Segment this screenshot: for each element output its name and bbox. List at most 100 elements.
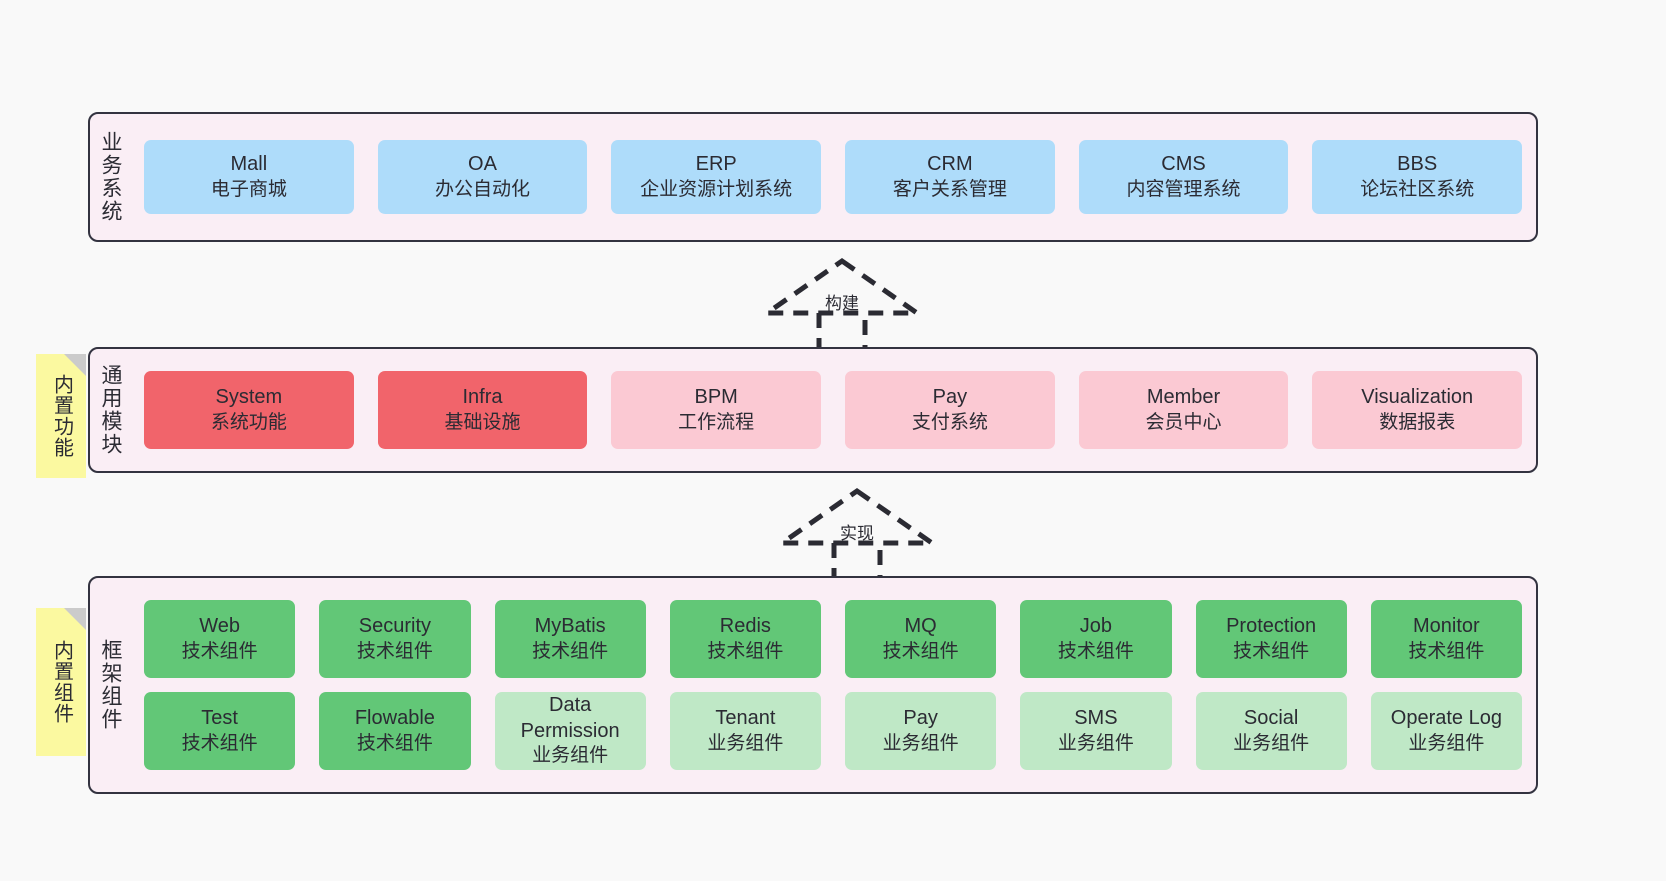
module-card-en-label: CRM bbox=[927, 153, 973, 176]
module-card-mall[interactable]: Mall 电子商城 bbox=[144, 140, 354, 214]
module-card-en-label: System bbox=[215, 386, 283, 409]
module-card-cn-label: 业务组件 bbox=[882, 732, 959, 754]
module-card-en-label: Social bbox=[1243, 707, 1299, 730]
module-card-cn-label: 业务组件 bbox=[1233, 732, 1310, 754]
arrow-build: 构建 bbox=[757, 255, 927, 355]
module-card-cn-label: 数据报表 bbox=[1379, 411, 1456, 433]
module-card-en-label: Monitor bbox=[1413, 615, 1480, 638]
module-card-cn-label: 电子商城 bbox=[210, 178, 287, 200]
module-card-protection[interactable]: Protection 技术组件 bbox=[1195, 600, 1347, 678]
note-label: 内置组件 bbox=[50, 640, 73, 724]
module-card-mybatis[interactable]: MyBatis 技术组件 bbox=[494, 600, 646, 678]
module-card-bbs[interactable]: BBS 论坛社区系统 bbox=[1312, 140, 1523, 214]
layer-body-framework-component: Web 技术组件 Security 技术组件 MyBatis 技术组件 Redi… bbox=[130, 578, 1536, 792]
note-builtin-function: 内置功能 bbox=[36, 354, 86, 478]
module-card-cn-label: 业务组件 bbox=[532, 745, 609, 767]
module-card-en-label: Visualization bbox=[1361, 386, 1474, 409]
module-card-erp[interactable]: ERP 企业资源计划系统 bbox=[611, 140, 822, 214]
module-card-pay-business[interactable]: Pay 业务组件 bbox=[845, 692, 997, 770]
module-card-bpm[interactable]: BPM 工作流程 bbox=[611, 371, 822, 449]
module-card-visualization[interactable]: Visualization 数据报表 bbox=[1312, 371, 1523, 449]
dashed-generalization-arrow-icon bbox=[774, 487, 940, 584]
layer-body-business-system: Mall 电子商城 OA 办公自动化 ERP 企业资源计划系统 CRM 客户关系… bbox=[130, 114, 1536, 240]
module-card-test[interactable]: Test 技术组件 bbox=[144, 692, 296, 770]
module-card-cn-label: 技术组件 bbox=[882, 640, 959, 662]
module-card-social[interactable]: Social 业务组件 bbox=[1195, 692, 1347, 770]
module-card-infra[interactable]: Infra 基础设施 bbox=[377, 371, 588, 449]
module-card-en-label: Pay bbox=[903, 707, 938, 730]
arrow-implement: 实现 bbox=[772, 485, 942, 585]
module-card-web[interactable]: Web 技术组件 bbox=[144, 600, 296, 678]
module-card-cms[interactable]: CMS 内容管理系统 bbox=[1078, 140, 1289, 214]
module-card-cn-label: 业务组件 bbox=[1057, 732, 1134, 754]
layer-business-system: 业务系统 Mall 电子商城 OA 办公自动化 ERP 企业资源计划系统 CRM… bbox=[88, 112, 1538, 242]
card-row: System 系统功能 Infra 基础设施 BPM 工作流程 Pay 支付系统… bbox=[144, 371, 1523, 449]
module-card-member[interactable]: Member 会员中心 bbox=[1078, 371, 1289, 449]
card-row: Test 技术组件 Flowable 技术组件 Data Permission … bbox=[144, 692, 1522, 770]
layer-title-common-module: 通用模块 bbox=[99, 364, 123, 456]
module-card-en-label: BPM bbox=[694, 386, 738, 409]
module-card-en-label: MQ bbox=[904, 615, 937, 638]
module-card-en-label: Protection bbox=[1226, 615, 1317, 638]
layer-common-module: 通用模块 System 系统功能 Infra 基础设施 BPM 工作流程 Pay… bbox=[88, 347, 1538, 473]
module-card-cn-label: 技术组件 bbox=[181, 640, 258, 662]
module-card-cn-label: 办公自动化 bbox=[435, 178, 531, 200]
module-card-en-label: Security bbox=[358, 615, 431, 638]
module-card-en-label: CMS bbox=[1161, 153, 1206, 176]
module-card-cn-label: 技术组件 bbox=[1057, 640, 1134, 662]
layer-body-common-module: System 系统功能 Infra 基础设施 BPM 工作流程 Pay 支付系统… bbox=[130, 349, 1536, 471]
module-card-cn-label: 技术组件 bbox=[181, 732, 258, 754]
module-card-pay[interactable]: Pay 支付系统 bbox=[845, 371, 1055, 449]
module-card-system[interactable]: System 系统功能 bbox=[144, 371, 354, 449]
module-card-sms[interactable]: SMS 业务组件 bbox=[1020, 692, 1172, 770]
module-card-cn-label: 技术组件 bbox=[356, 640, 433, 662]
module-card-en-label: Web bbox=[199, 615, 240, 638]
module-card-crm[interactable]: CRM 客户关系管理 bbox=[845, 140, 1055, 214]
module-card-cn-label: 支付系统 bbox=[911, 411, 988, 433]
module-card-cn-label: 基础设施 bbox=[444, 411, 521, 433]
module-card-en-label: Mall bbox=[230, 153, 268, 176]
module-card-security[interactable]: Security 技术组件 bbox=[319, 600, 471, 678]
layer-title-business-system: 业务系统 bbox=[99, 131, 123, 223]
module-card-flowable[interactable]: Flowable 技术组件 bbox=[319, 692, 471, 770]
module-card-en-label: Job bbox=[1079, 615, 1112, 638]
layer-framework-component: 框架组件 Web 技术组件 Security 技术组件 MyBatis 技术组件… bbox=[88, 576, 1538, 794]
module-card-tenant[interactable]: Tenant 业务组件 bbox=[669, 692, 821, 770]
module-card-en-label: SMS bbox=[1074, 707, 1118, 730]
module-card-job[interactable]: Job 技术组件 bbox=[1020, 600, 1172, 678]
card-row: Web 技术组件 Security 技术组件 MyBatis 技术组件 Redi… bbox=[144, 600, 1522, 678]
note-fold-corner-icon bbox=[64, 354, 86, 376]
module-card-en-label: Tenant bbox=[715, 707, 776, 730]
module-card-cn-label: 论坛社区系统 bbox=[1360, 178, 1475, 200]
module-card-monitor[interactable]: Monitor 技术组件 bbox=[1370, 600, 1522, 678]
module-card-cn-label: 技术组件 bbox=[532, 640, 609, 662]
module-card-cn-label: 技术组件 bbox=[1408, 640, 1485, 662]
module-card-en-label: Member bbox=[1146, 386, 1221, 409]
module-card-cn-label: 业务组件 bbox=[707, 732, 784, 754]
note-label: 内置功能 bbox=[50, 374, 73, 458]
module-card-oa[interactable]: OA 办公自动化 bbox=[377, 140, 588, 214]
module-card-en-label: BBS bbox=[1397, 153, 1438, 176]
module-card-operate-log[interactable]: Operate Log 业务组件 bbox=[1370, 692, 1522, 770]
module-card-cn-label: 业务组件 bbox=[1408, 732, 1485, 754]
module-card-cn-label: 客户关系管理 bbox=[892, 178, 1007, 200]
module-card-en-label: Redis bbox=[719, 615, 771, 638]
module-card-en-label: ERP bbox=[695, 153, 737, 176]
module-card-redis[interactable]: Redis 技术组件 bbox=[669, 600, 821, 678]
module-card-mq[interactable]: MQ 技术组件 bbox=[845, 600, 997, 678]
module-card-cn-label: 会员中心 bbox=[1145, 411, 1222, 433]
note-fold-corner-icon bbox=[64, 608, 86, 630]
dashed-generalization-arrow-icon bbox=[759, 257, 925, 354]
module-card-cn-label: 技术组件 bbox=[707, 640, 784, 662]
module-card-en-label: Infra bbox=[462, 386, 503, 409]
layer-title-framework-component: 框架组件 bbox=[99, 639, 123, 731]
module-card-en-label: Test bbox=[201, 707, 238, 730]
module-card-en-label: MyBatis bbox=[534, 615, 606, 638]
module-card-cn-label: 内容管理系统 bbox=[1126, 178, 1241, 200]
card-row: Mall 电子商城 OA 办公自动化 ERP 企业资源计划系统 CRM 客户关系… bbox=[144, 140, 1523, 214]
module-card-en-label: OA bbox=[468, 153, 497, 176]
module-card-data-permission[interactable]: Data Permission 业务组件 bbox=[494, 692, 646, 770]
module-card-cn-label: 技术组件 bbox=[356, 732, 433, 754]
module-card-cn-label: 系统功能 bbox=[210, 411, 287, 433]
note-builtin-component: 内置组件 bbox=[36, 608, 86, 756]
